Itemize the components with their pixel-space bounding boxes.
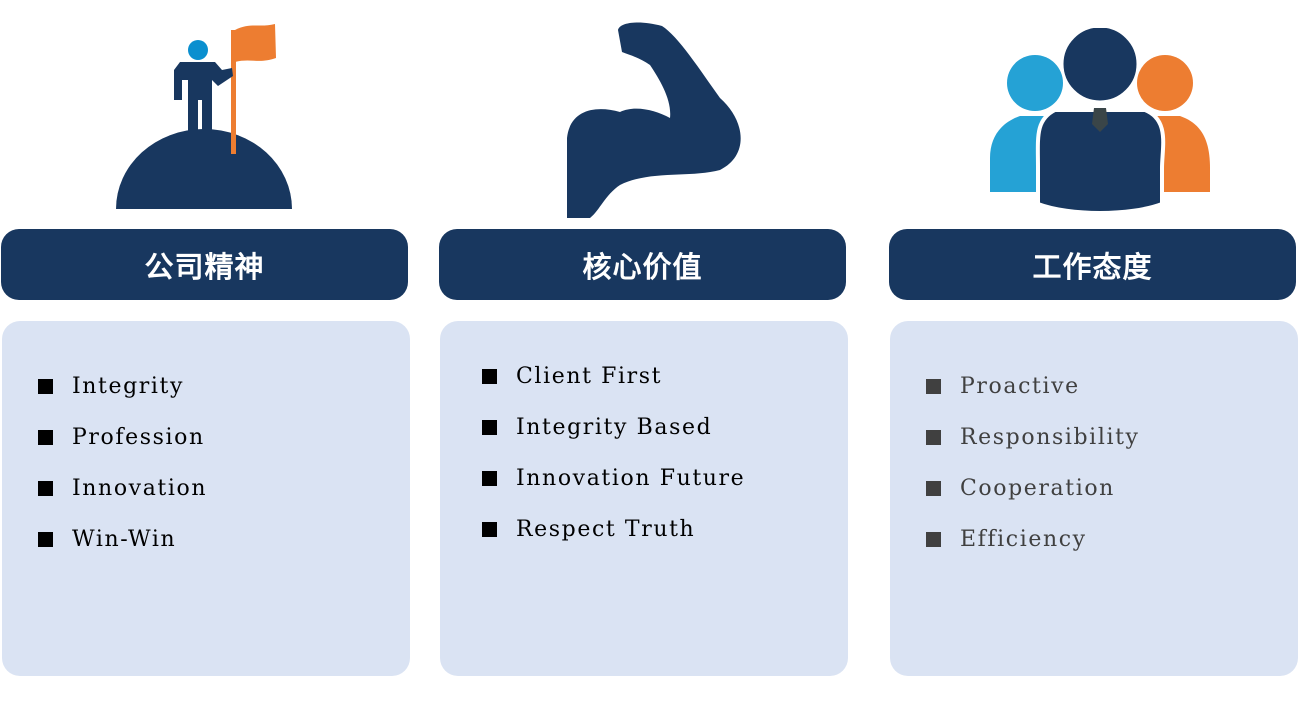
card-company-spirit: Integrity Profession Innovation Win-Win <box>2 321 410 676</box>
item-label: Innovation <box>72 476 208 501</box>
card-core-values: Client First Integrity Based Innovation … <box>440 321 848 676</box>
list-item: Win-Win <box>38 514 207 565</box>
list-item: Respect Truth <box>482 504 745 555</box>
person-flag-on-hill-icon <box>116 24 292 209</box>
list-item: Innovation <box>38 463 207 514</box>
header-company-spirit: 公司精神 <box>1 229 408 300</box>
square-bullet-icon <box>926 532 941 547</box>
square-bullet-icon <box>38 481 53 496</box>
item-label: Responsibility <box>960 425 1140 450</box>
square-bullet-icon <box>482 369 497 384</box>
list-item: Integrity <box>38 361 207 412</box>
flexed-arm-icon <box>567 22 741 218</box>
header-work-attitude: 工作态度 <box>889 229 1296 300</box>
list-item: Cooperation <box>926 463 1140 514</box>
list-item: Profession <box>38 412 207 463</box>
list-item: Proactive <box>926 361 1140 412</box>
square-bullet-icon <box>482 522 497 537</box>
item-label: Innovation Future <box>516 466 746 491</box>
list-item: Innovation Future <box>482 453 745 504</box>
list-item: Integrity Based <box>482 402 745 453</box>
header-title: 核心价值 <box>582 249 703 284</box>
square-bullet-icon <box>926 481 941 496</box>
square-bullet-icon <box>38 430 53 445</box>
list-item: Efficiency <box>926 514 1140 565</box>
item-label: Win-Win <box>72 527 177 552</box>
list-item: Client First <box>482 351 745 402</box>
square-bullet-icon <box>38 532 53 547</box>
header-core-values: 核心价值 <box>439 229 846 300</box>
list-item: Responsibility <box>926 412 1140 463</box>
item-label: Profession <box>72 425 205 450</box>
card-work-attitude: Proactive Responsibility Cooperation Eff… <box>890 321 1298 676</box>
item-label: Client First <box>516 364 663 389</box>
square-bullet-icon <box>482 471 497 486</box>
square-bullet-icon <box>926 430 941 445</box>
header-title: 工作态度 <box>1032 249 1153 284</box>
header-title: 公司精神 <box>144 249 265 284</box>
item-label: Integrity <box>72 374 185 399</box>
team-people-icon <box>990 28 1210 214</box>
item-label: Proactive <box>960 374 1080 399</box>
square-bullet-icon <box>926 379 941 394</box>
item-label: Integrity Based <box>516 415 713 440</box>
square-bullet-icon <box>482 420 497 435</box>
item-label: Respect Truth <box>516 517 696 542</box>
square-bullet-icon <box>38 379 53 394</box>
item-label: Cooperation <box>960 476 1115 501</box>
item-label: Efficiency <box>960 527 1087 552</box>
